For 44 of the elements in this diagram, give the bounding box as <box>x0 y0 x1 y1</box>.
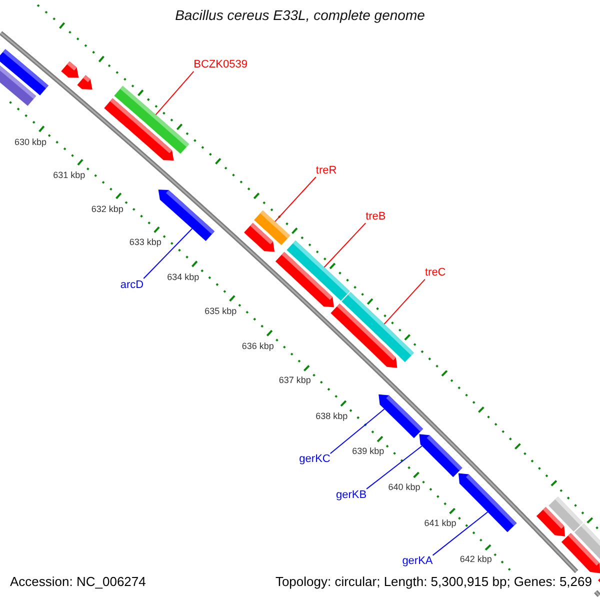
gene-label: BCZK0539 <box>194 58 248 72</box>
pointed-gene-block <box>419 434 462 478</box>
gene-label: gerKB <box>336 488 367 502</box>
gene-bar <box>574 523 600 560</box>
leader-line <box>384 278 426 325</box>
leader-line <box>143 228 193 279</box>
gene-bar <box>548 496 584 532</box>
gene-label: arcD <box>120 278 144 292</box>
pointed-gene-block <box>61 61 79 78</box>
gene-label: gerKC <box>299 453 330 466</box>
scale-label: 637 kbp <box>278 375 311 386</box>
pointed-gene-block <box>378 394 424 438</box>
scale-label: 640 kbp <box>388 482 420 492</box>
scale-label: 639 kbp <box>352 446 384 456</box>
scale-label: 631 kbp <box>53 170 86 180</box>
scale-label: 641 kbp <box>424 518 456 528</box>
gene-bar <box>0 66 36 106</box>
pointed-gene-block <box>330 304 398 368</box>
map-title: Bacillus cereus E33L, complete genome <box>175 7 425 24</box>
gene-label: treC <box>424 266 446 280</box>
scale-label: 630 kbp <box>14 136 47 147</box>
genome-stats-text: Topology: circular; Length: 5,300,915 bp; Genes: 5,269 <box>275 575 592 590</box>
gene-label: gerKA <box>402 555 433 568</box>
pointed-gene-block <box>458 473 517 532</box>
scale-label: 638 kbp <box>316 410 348 421</box>
scale-label: 642 kbp <box>460 554 492 564</box>
pointed-gene-block <box>244 222 275 252</box>
leader-line <box>330 408 385 454</box>
scale-label: 632 kbp <box>91 203 124 214</box>
leader-line <box>366 446 422 490</box>
leader-line <box>324 222 366 268</box>
scale-label: 633 kbp <box>129 237 162 248</box>
gene-label: treB <box>366 210 386 224</box>
scale-label: 635 kbp <box>204 306 237 316</box>
accession-text: Accession: NC_006274 <box>10 575 146 590</box>
pointed-gene-block <box>77 75 92 90</box>
leader-line <box>432 512 488 556</box>
pointed-gene-block <box>275 252 334 308</box>
scale-label: 636 kbp <box>242 340 274 351</box>
scale-label: 634 kbp <box>167 271 200 282</box>
leader-line <box>274 176 316 222</box>
leader-line <box>155 70 194 116</box>
pointed-gene-block <box>104 98 174 161</box>
gene-label: treR <box>316 164 337 177</box>
